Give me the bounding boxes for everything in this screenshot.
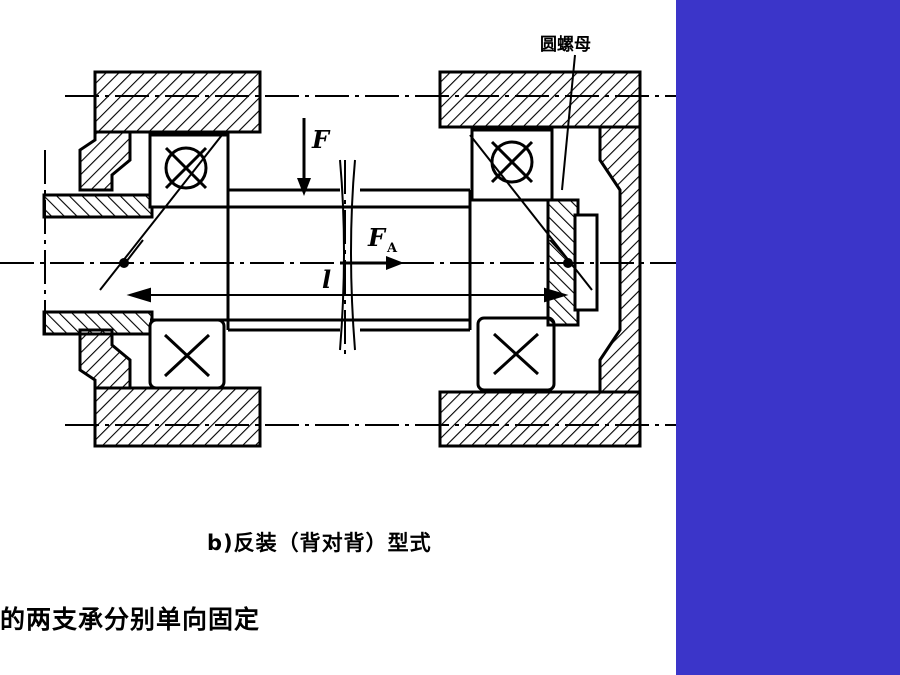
right-pressure-center (563, 258, 573, 268)
axial-force-label: F (367, 223, 387, 252)
span-dimension (126, 287, 569, 303)
radial-force-arrow (297, 118, 311, 196)
shaft (44, 159, 472, 351)
sidebar-panel (676, 0, 900, 675)
radial-force-label: F (311, 125, 331, 154)
span-label: l (322, 265, 331, 294)
left-pressure-center (119, 258, 129, 268)
bearing-arrangement-diagram: 圆螺母 F F A l (0, 35, 676, 448)
round-nut-label: 圆螺母 (540, 35, 591, 55)
round-nut-leader (561, 54, 576, 191)
axial-force-arrow (340, 256, 404, 270)
left-housing (78, 70, 262, 448)
diagram-caption: b)反装（背对背）型式 (207, 531, 432, 555)
axial-force-subscript: A (386, 241, 398, 256)
right-roller-bearing (476, 316, 556, 392)
slide-subtitle: 的两支承分别单向固定 (0, 605, 261, 634)
left-ball-bearing (148, 133, 230, 209)
right-housing (438, 70, 642, 448)
left-roller-bearing (148, 318, 226, 390)
